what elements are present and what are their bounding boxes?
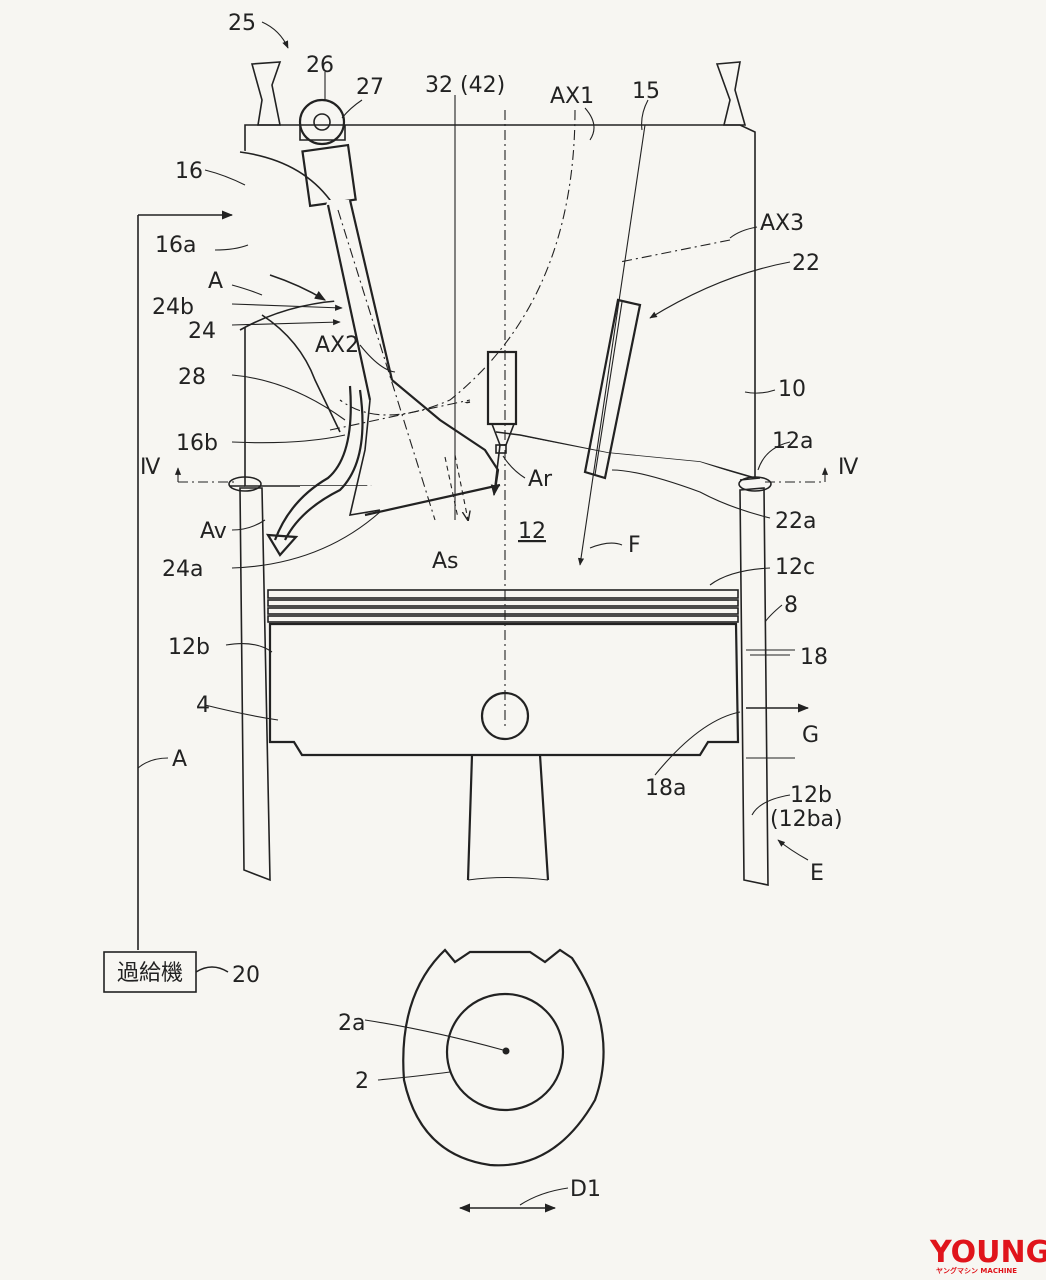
- label-ar: Ar: [528, 467, 553, 492]
- label-10: 10: [778, 377, 806, 402]
- supercharger-label: 過給機: [117, 961, 183, 986]
- label-18a: 18a: [645, 776, 686, 801]
- label-22: 22: [792, 251, 820, 276]
- upper-wall-stubs: [250, 61, 747, 126]
- label-e: E: [810, 861, 824, 886]
- crankshaft: [402, 948, 605, 1167]
- label-12: 12: [518, 519, 546, 544]
- label-av: Av: [200, 519, 227, 544]
- label-12a: 12a: [772, 429, 813, 454]
- watermark-sub: ヤングマシン MACHINE: [936, 1266, 1017, 1275]
- cylinder-walls: [228, 476, 772, 886]
- label-18: 18: [800, 645, 828, 670]
- label-2a: 2a: [338, 1011, 365, 1036]
- label-iv-right: Ⅳ: [838, 455, 859, 480]
- piston: [267, 589, 740, 881]
- publisher-watermark: YOUNG ヤングマシン MACHINE: [929, 1235, 1046, 1275]
- label-d1: D1: [570, 1177, 601, 1202]
- label-12ba: (12ba): [770, 807, 843, 832]
- watermark-logo: YOUNG: [929, 1235, 1046, 1270]
- label-a-left: A: [172, 747, 187, 772]
- label-a-top: A: [208, 269, 223, 294]
- label-ax2: AX2: [315, 333, 359, 358]
- label-16: 16: [175, 159, 203, 184]
- label-f: F: [628, 533, 641, 558]
- fuel-injector: [486, 350, 518, 454]
- label-27: 27: [356, 75, 384, 100]
- label-2: 2: [355, 1069, 369, 1094]
- label-g: G: [802, 723, 819, 748]
- rocker-roller: [298, 98, 357, 208]
- spark-plug: [583, 298, 642, 480]
- label-iv-left: Ⅳ: [140, 455, 161, 480]
- supercharger-circuit: 過給機: [103, 210, 234, 993]
- label-12b-right: 12b: [790, 783, 832, 808]
- labels: 25 26 27 32 (42) AX1 15 16 16a A 24b 24 …: [140, 11, 859, 1202]
- label-12c: 12c: [775, 555, 815, 580]
- label-16a: 16a: [155, 233, 196, 258]
- axes-and-flows: [174, 109, 829, 730]
- label-26: 26: [306, 53, 334, 78]
- label-24a: 24a: [162, 557, 203, 582]
- label-16b: 16b: [176, 431, 218, 456]
- label-12b-left: 12b: [168, 635, 210, 660]
- label-28: 28: [178, 365, 206, 390]
- label-8: 8: [784, 593, 798, 618]
- label-ax1: AX1: [550, 84, 594, 109]
- label-24: 24: [188, 319, 216, 344]
- label-32: 32 (42): [425, 73, 505, 98]
- label-20: 20: [232, 963, 260, 988]
- label-15: 15: [632, 79, 660, 104]
- label-24b: 24b: [152, 295, 194, 320]
- label-25: 25: [228, 11, 256, 36]
- intake-valve: [320, 199, 501, 521]
- label-4: 4: [196, 693, 210, 718]
- label-as: As: [432, 549, 459, 574]
- label-ax3: AX3: [760, 211, 804, 236]
- leader-lines: [137, 21, 809, 1206]
- side-markers: [458, 649, 810, 1213]
- label-22a: 22a: [775, 509, 816, 534]
